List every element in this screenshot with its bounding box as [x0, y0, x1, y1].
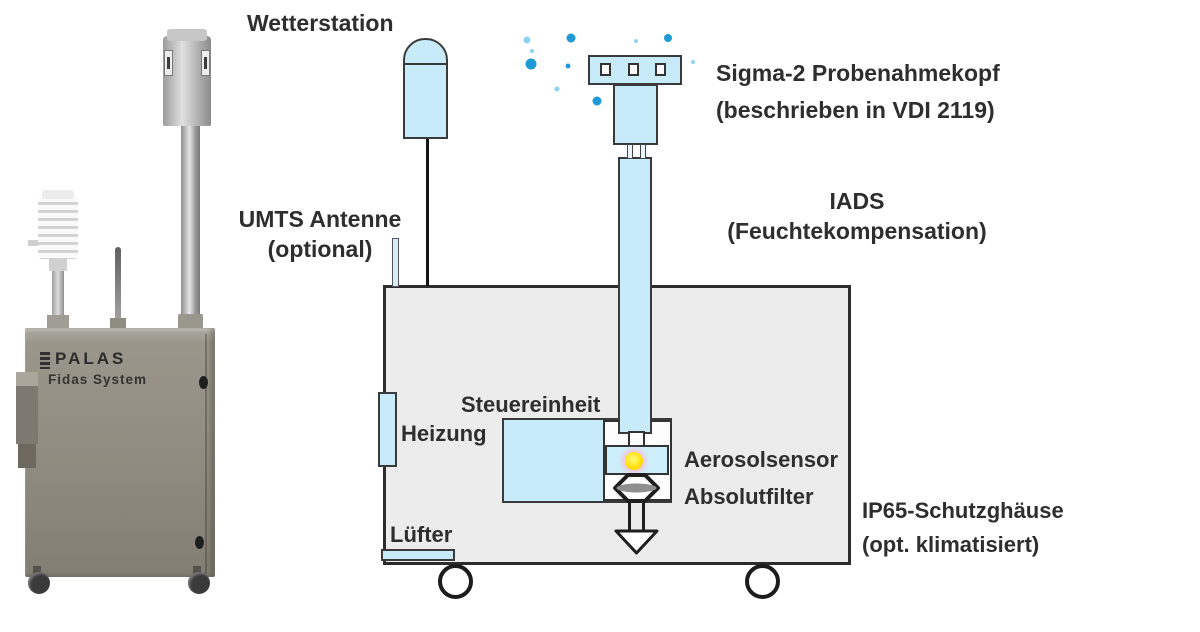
sigma2-label: Sigma-2 Probenahmekopf (beschrieben in V… — [716, 55, 1000, 129]
photo-castor — [193, 566, 201, 573]
photo-model-text: Fidas System — [48, 372, 148, 387]
ip65-label: IP65-Schutzghäuse (opt. klimatisiert) — [862, 494, 1064, 562]
sigma2-head-post — [627, 144, 633, 159]
iads-label: IADS (Feuchtekompensation) — [714, 186, 1000, 246]
photo-antenna — [115, 247, 121, 331]
sigma2-label-line1: Sigma-2 Probenahmekopf — [716, 60, 1000, 86]
luefter-label: Lüfter — [390, 522, 453, 547]
absolutfilter-label: Absolutfilter — [684, 484, 814, 509]
photo-side-bracket — [16, 386, 38, 444]
photo-weather-sensor — [38, 197, 78, 259]
heizung-label: Heizung — [401, 421, 487, 446]
sampling-tube-iads — [618, 157, 652, 434]
photo-head-clamp-left — [164, 50, 173, 76]
photo-head-clamp-right — [201, 50, 210, 76]
iads-label-line1: IADS — [829, 188, 885, 214]
enclosure-wheel — [745, 564, 780, 599]
sigma2-head-slot — [600, 63, 611, 76]
photo-weather-pole-base — [47, 315, 69, 330]
weather-station-mast — [426, 139, 429, 286]
photo-sampling-tube-base — [178, 314, 203, 330]
iads-label-line2: (Feuchtekompensation) — [727, 218, 987, 244]
sigma2-label-line2: (beschrieben in VDI 2119) — [716, 97, 995, 123]
umts-label: UMTS Antenne (optional) — [222, 204, 418, 264]
photo-antenna-base — [110, 318, 126, 331]
heater-element — [378, 392, 397, 467]
photo-castor-wheel — [28, 572, 50, 594]
photo-brand-text: PALAS — [55, 349, 127, 368]
photo-castor — [33, 566, 41, 573]
weather-station-symbol — [403, 63, 448, 139]
umts-label-line1: UMTS Antenne — [238, 206, 402, 232]
photo-cabinet — [25, 328, 215, 577]
umts-label-line2: (optional) — [267, 236, 373, 262]
sigma2-head-block — [613, 84, 658, 145]
photo-door-seam — [205, 334, 207, 574]
photo-side-bracket — [18, 444, 36, 468]
photo-side-bracket — [16, 372, 38, 386]
wetterstation-label: Wetterstation — [247, 10, 394, 36]
photo-weather-sensor-neck — [49, 259, 67, 271]
sensor-laser-spot-icon — [625, 452, 643, 470]
photo-castor-wheel — [188, 572, 210, 594]
photo-sampling-head-cap — [167, 29, 207, 41]
ip65-label-line1: IP65-Schutzghäuse — [862, 498, 1064, 523]
fan-vent — [381, 549, 455, 561]
sigma2-head-slot — [655, 63, 666, 76]
photo-door-knob — [199, 376, 208, 389]
ip65-label-line2: (opt. klimatisiert) — [862, 532, 1040, 557]
aerosolsensor-label: Aerosolsensor — [684, 447, 839, 472]
enclosure-wheel — [438, 564, 473, 599]
photo-sampling-tube — [181, 120, 200, 332]
photo-door-knob — [195, 536, 204, 549]
photo-weather-sensor-cap — [42, 190, 74, 199]
sigma2-head-post — [640, 144, 646, 159]
umts-antenna-symbol — [392, 238, 399, 287]
photo-weather-sensor-arm — [28, 240, 40, 246]
sigma2-head-slot — [628, 63, 639, 76]
steuereinheit-label: Steuereinheit — [461, 392, 601, 417]
palas-logo-icon — [40, 352, 50, 369]
weather-station-symbol — [403, 38, 448, 65]
